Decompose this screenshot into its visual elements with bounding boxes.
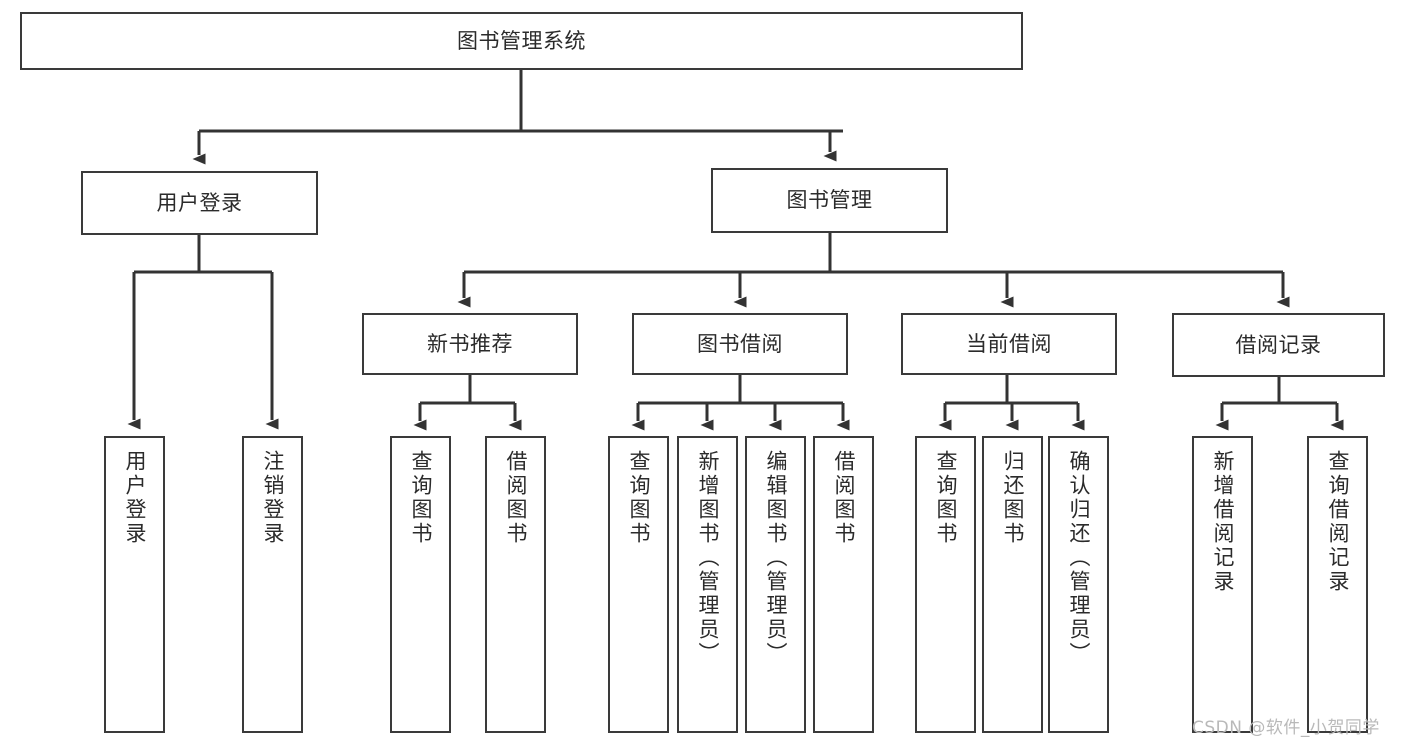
node-leaf-confirm-return[interactable]: 确认归还（管理员） [1048, 436, 1109, 733]
node-label: 图书管理系统 [457, 28, 586, 53]
node-label: 用户登录 [123, 450, 147, 546]
node-label: 查询图书 [934, 450, 958, 546]
node-current-borrow[interactable]: 当前借阅 [901, 313, 1117, 375]
node-label: 借阅记录 [1235, 332, 1322, 357]
node-label: 查询图书 [409, 450, 433, 546]
node-leaf-query-book-1[interactable]: 查询图书 [390, 436, 451, 733]
node-leaf-query-book-3[interactable]: 查询图书 [915, 436, 976, 733]
node-leaf-add-book[interactable]: 新增图书（管理员） [677, 436, 738, 733]
node-label: 图书管理 [786, 188, 873, 213]
node-leaf-user-logout[interactable]: 注销登录 [242, 436, 303, 733]
node-leaf-query-record[interactable]: 查询借阅记录 [1307, 436, 1368, 733]
csdn-watermark: CSDN @软件_小贺同学 [1192, 718, 1380, 738]
node-borrow-record[interactable]: 借阅记录 [1172, 313, 1385, 377]
node-label: 新增借阅记录 [1211, 450, 1235, 594]
node-label: 注销登录 [261, 450, 285, 546]
node-label: 图书借阅 [697, 331, 783, 356]
node-root-book-management-system[interactable]: 图书管理系统 [20, 12, 1023, 70]
node-book-borrow[interactable]: 图书借阅 [632, 313, 848, 375]
node-leaf-query-book-2[interactable]: 查询图书 [608, 436, 669, 733]
node-label: 查询图书 [627, 450, 651, 546]
node-leaf-add-record[interactable]: 新增借阅记录 [1192, 436, 1253, 733]
node-leaf-return-book[interactable]: 归还图书 [982, 436, 1043, 733]
node-label: 当前借阅 [966, 331, 1052, 356]
node-leaf-edit-book[interactable]: 编辑图书（管理员） [745, 436, 806, 733]
node-label: 编辑图书（管理员） [764, 450, 788, 666]
node-label: 查询借阅记录 [1326, 450, 1350, 594]
node-leaf-borrow-book-2[interactable]: 借阅图书 [813, 436, 874, 733]
node-leaf-borrow-book-1[interactable]: 借阅图书 [485, 436, 546, 733]
node-label: 用户登录 [156, 190, 243, 215]
node-label: 新增图书（管理员） [696, 450, 720, 666]
node-label: 借阅图书 [504, 450, 528, 546]
node-book-manage[interactable]: 图书管理 [711, 168, 948, 233]
node-label: 借阅图书 [832, 450, 856, 546]
node-new-book-recommend[interactable]: 新书推荐 [362, 313, 578, 375]
node-label: 归还图书 [1001, 450, 1025, 546]
node-label: 确认归还（管理员） [1067, 450, 1091, 666]
node-leaf-user-login[interactable]: 用户登录 [104, 436, 165, 733]
node-user-login[interactable]: 用户登录 [81, 171, 318, 235]
node-label: 新书推荐 [427, 331, 513, 356]
